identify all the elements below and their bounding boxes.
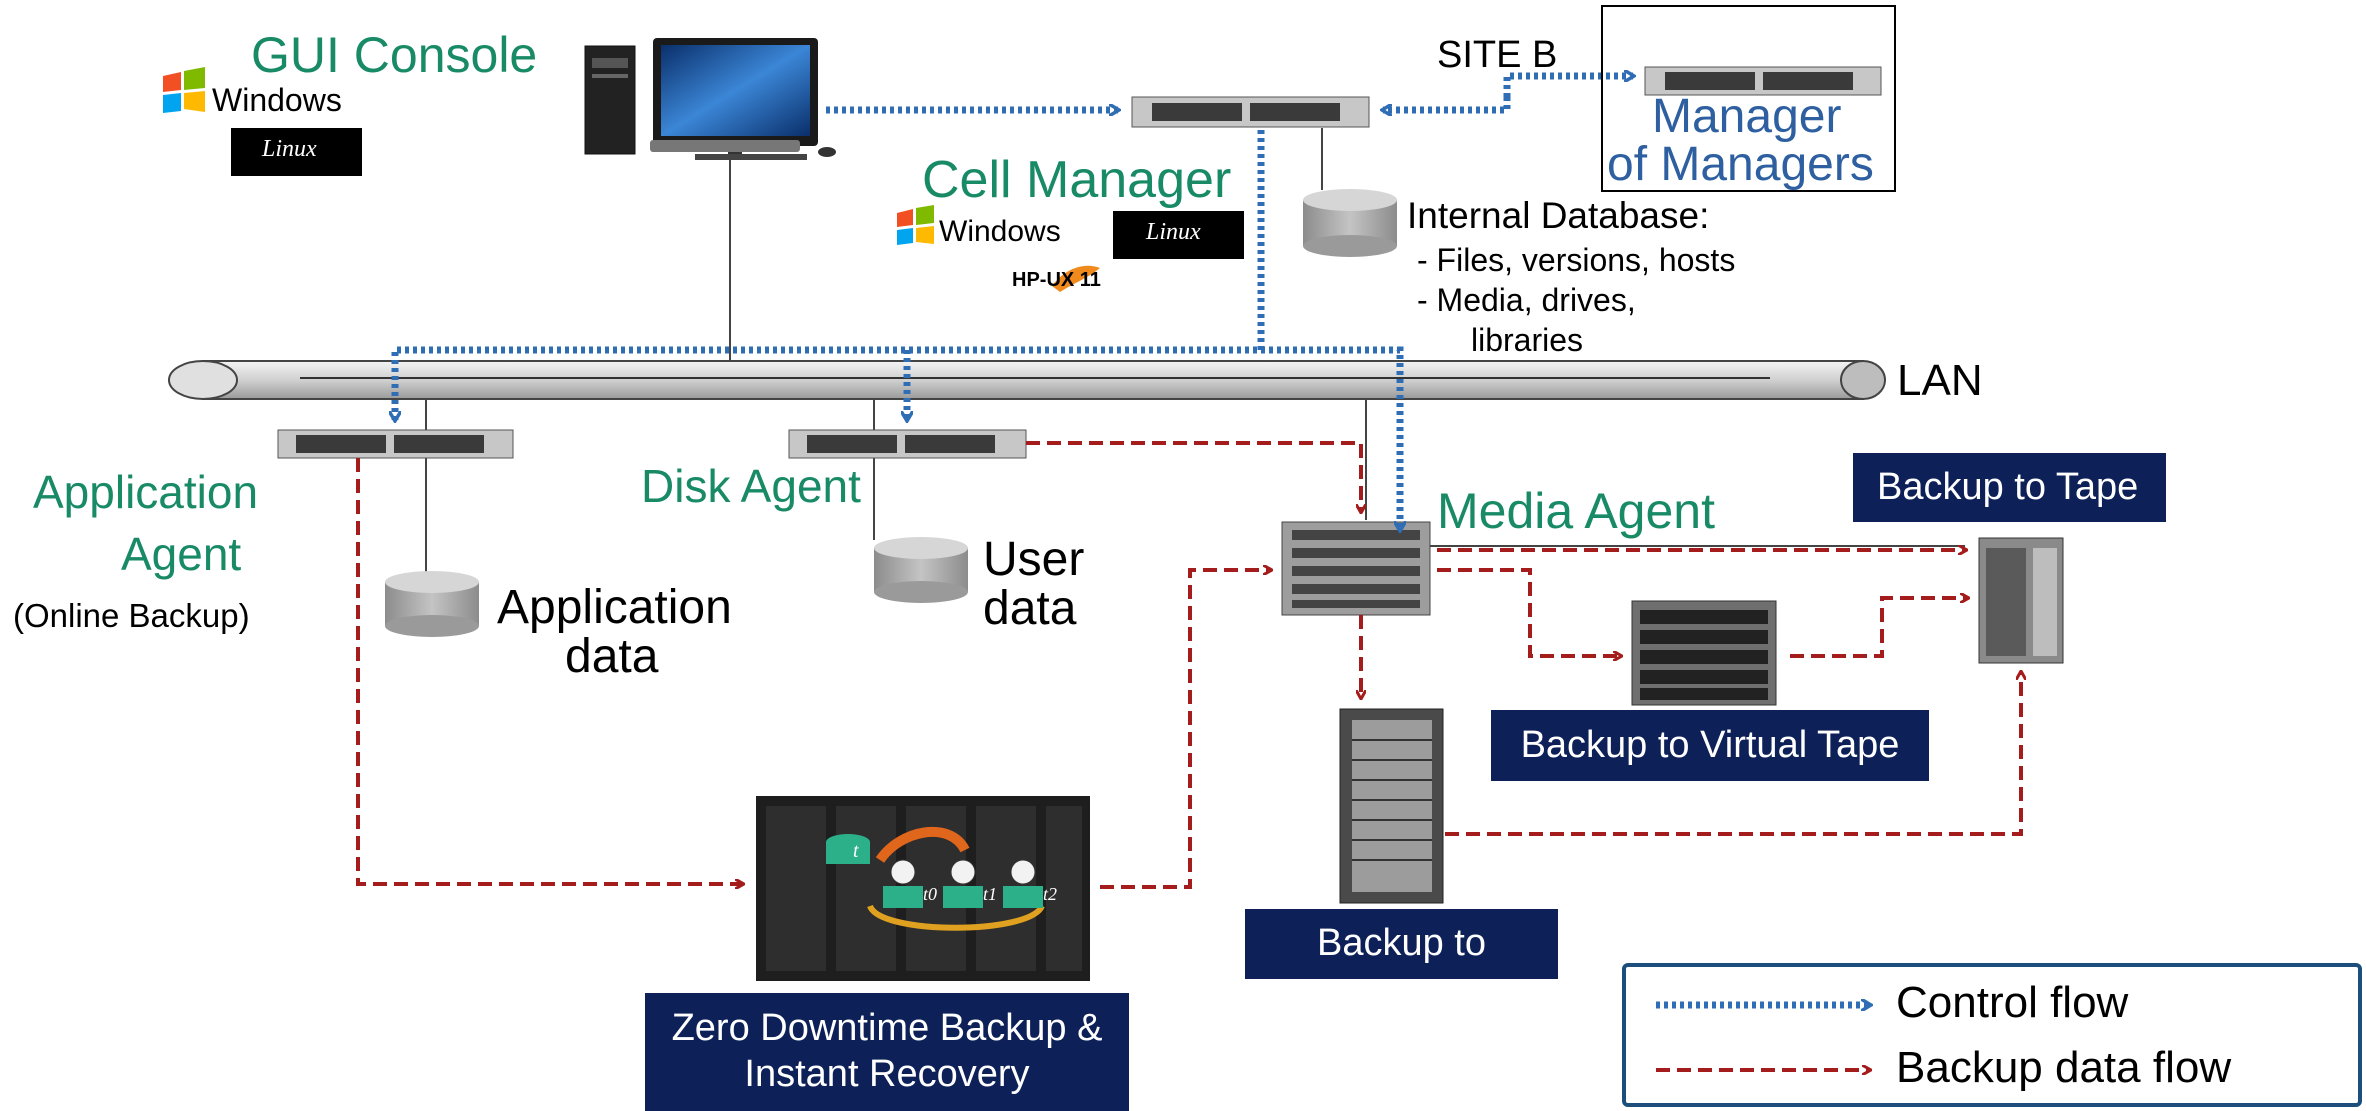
user-data-line2: data [983, 582, 1077, 635]
zdb-badge-line1: Zero Downtime Backup & [671, 1007, 1103, 1050]
user-data-cylinder-icon [874, 537, 968, 603]
linux-logo-gui [231, 128, 362, 176]
user-data-line1: User [983, 533, 1085, 586]
server-icon-cell-manager [1131, 96, 1370, 128]
disk-storage-rack-icon [1339, 708, 1444, 904]
legend-backup-data-flow-label: Backup data flow [1896, 1043, 2232, 1092]
cell-manager-windows-text: Windows [939, 215, 1061, 248]
virtual-tape-library-icon [1631, 600, 1777, 706]
server-icon-media-agent [1281, 521, 1431, 616]
internal-database-line1: - Files, versions, hosts [1417, 242, 1736, 278]
windows-logo-icon-cm [897, 205, 934, 245]
gui-console-windows-text: Windows [212, 82, 342, 118]
lan-label: LAN [1897, 356, 1983, 405]
legend-box [1622, 963, 2362, 1107]
desktop-computer-icon [584, 38, 836, 160]
server-icon-manager-of-managers [1644, 66, 1882, 96]
linux-logo-cm [1113, 211, 1244, 259]
manager-of-managers-line2: of Managers [1607, 138, 1874, 191]
cell-manager-title: Cell Manager [922, 151, 1232, 209]
internal-database-line2: - Media, drives, [1417, 282, 1636, 318]
zdb-time-t1: t1 [983, 884, 997, 904]
media-agent-label: Media Agent [1437, 483, 1715, 539]
tape-library-icon [1978, 537, 2064, 664]
backup-to-tape-badge: Backup to Tape [1853, 453, 2166, 522]
internal-database-line3: libraries [1471, 322, 1584, 358]
manager-of-managers-line1: Manager [1652, 90, 1842, 143]
lan-drop-lines [425, 128, 1965, 575]
legend-control-flow-label: Control flow [1896, 978, 2129, 1027]
zdb-storage-array-icon: t t0 t1 t2 [756, 796, 1090, 981]
windows-logo-icon-gui [163, 67, 205, 113]
disk-agent-label: Disk Agent [641, 460, 861, 512]
zdb-time-t: t [853, 840, 859, 862]
application-agent-line2: Agent [121, 528, 242, 580]
server-icon-disk-agent [788, 429, 1027, 459]
hpux-logo-icon [1052, 265, 1100, 292]
cell-manager-linux-text: Linux [1146, 219, 1201, 245]
control-flow-arrows [395, 76, 1633, 530]
lan-pipe [168, 360, 1886, 400]
application-agent-line1: Application [33, 466, 259, 518]
backup-to-disk-badge: Backup to [1245, 909, 1558, 979]
gui-console-linux-text: Linux [262, 136, 317, 162]
zdb-badge-line2: Instant Recovery [744, 1053, 1030, 1095]
server-icon-application-agent [277, 429, 514, 459]
zdb-time-t2: t2 [1043, 884, 1057, 904]
zdb-badge: Zero Downtime Backup & Instant Recovery [645, 993, 1129, 1111]
gui-console-title: GUI Console [251, 27, 538, 83]
backup-to-virtual-tape-badge: Backup to Virtual Tape [1491, 710, 1929, 781]
zdb-time-t0: t0 [923, 884, 937, 904]
application-data-cylinder-icon [385, 571, 479, 637]
application-agent-line3: (Online Backup) [13, 597, 250, 634]
manager-of-managers-box [1601, 5, 1896, 192]
application-data-line2: data [565, 630, 659, 683]
internal-database-title: Internal Database: [1407, 195, 1710, 236]
site-b-label: SITE B [1437, 34, 1558, 76]
cell-manager-hpux-text: HP-UX 11 [1012, 269, 1101, 291]
application-data-line1: Application [497, 581, 732, 634]
backup-data-flow-arrows [356, 441, 2021, 889]
internal-database-cylinder-icon [1303, 189, 1397, 257]
